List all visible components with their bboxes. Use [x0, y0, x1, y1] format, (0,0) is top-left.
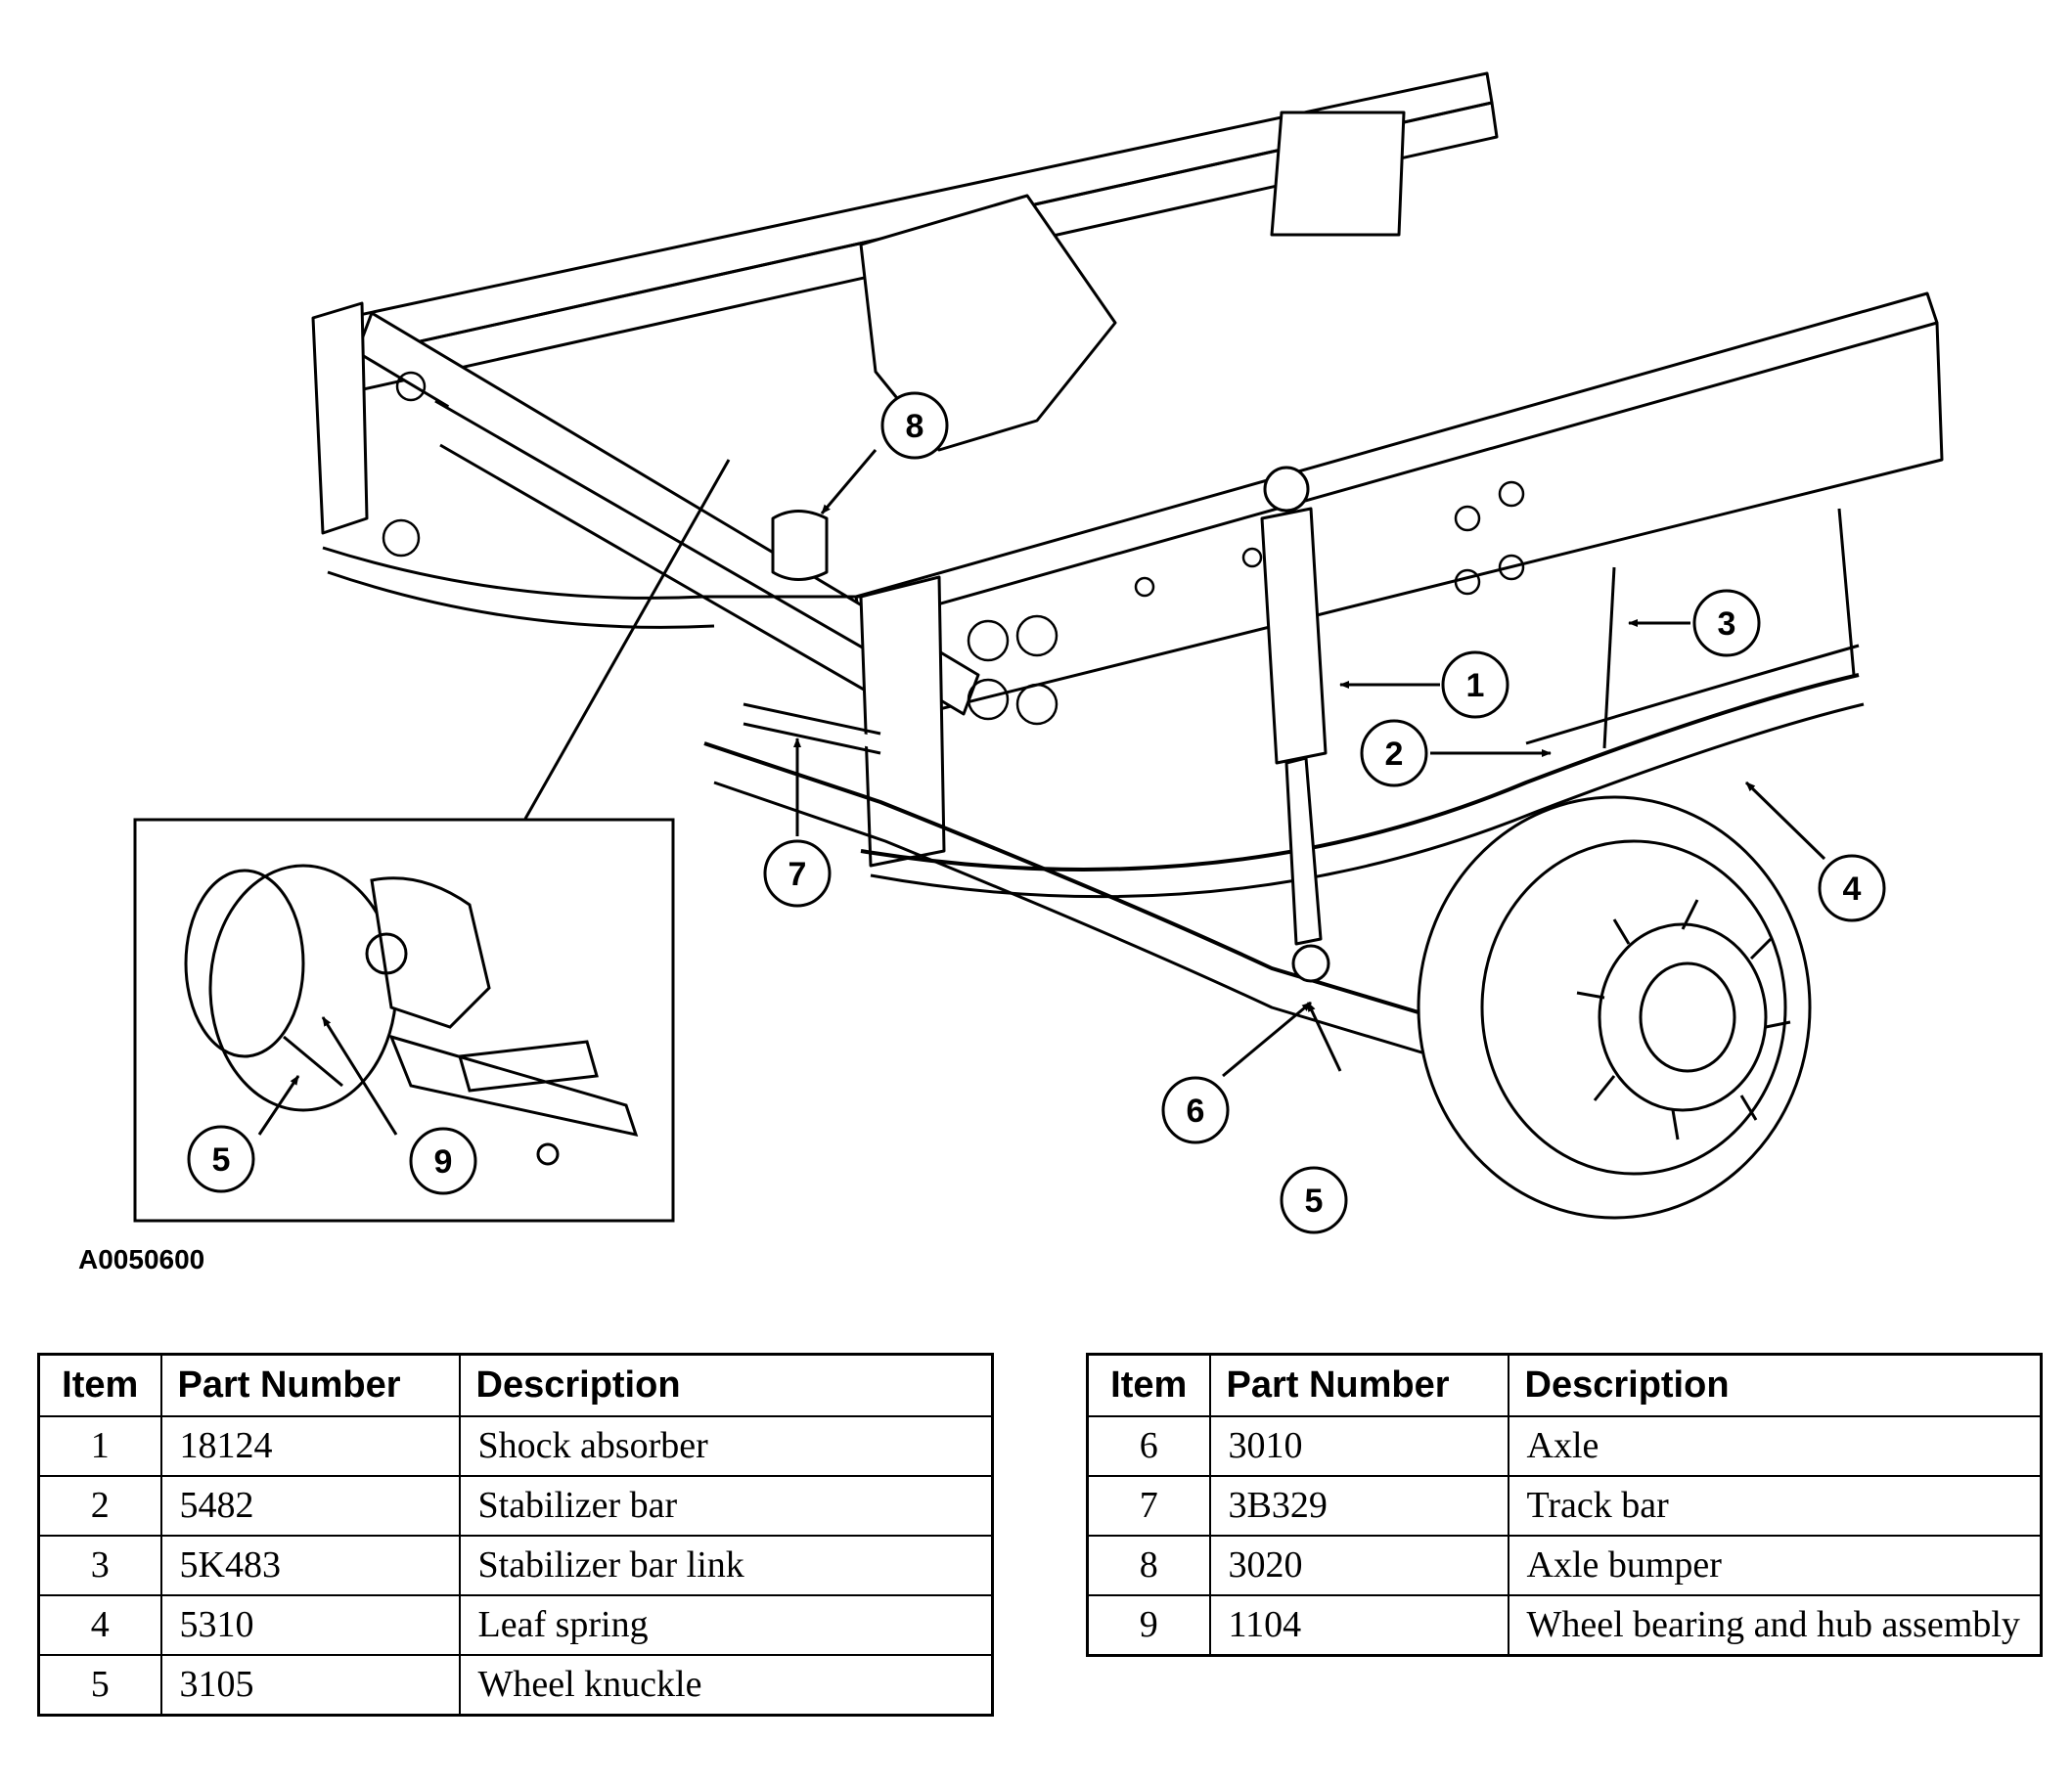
part-description: Stabilizer bar link: [458, 1535, 994, 1596]
table-row: 6 3010 Axle: [1086, 1415, 2043, 1477]
part-number: 3010: [1208, 1415, 1509, 1477]
part-number: 5482: [159, 1475, 461, 1537]
part-description: Wheel bearing and hub assembly: [1507, 1594, 2043, 1657]
table-row: 5 3105 Wheel knuckle: [37, 1654, 994, 1717]
table-row: 9 1104 Wheel bearing and hub assembly: [1086, 1594, 2043, 1657]
callout-4: 4: [1818, 854, 1886, 922]
callout-2: 2: [1360, 719, 1428, 787]
frame-drawing: [311, 71, 1944, 1220]
table-row: 3 5K483 Stabilizer bar link: [37, 1535, 994, 1596]
table-header-row: Item Part Number Description: [1086, 1353, 2043, 1417]
svg-text:6: 6: [1187, 1093, 1205, 1130]
header-description: Description: [458, 1353, 994, 1417]
table-row: 7 3B329 Track bar: [1086, 1475, 2043, 1537]
svg-text:8: 8: [906, 408, 924, 445]
callout-3: 3: [1692, 589, 1761, 657]
svg-text:7: 7: [788, 856, 807, 893]
part-number: 5310: [159, 1594, 461, 1656]
item-number: 6: [1086, 1415, 1211, 1477]
part-number: 18124: [159, 1415, 461, 1477]
svg-text:2: 2: [1385, 736, 1404, 773]
table-row: 4 5310 Leaf spring: [37, 1594, 994, 1656]
part-number: 3105: [159, 1654, 461, 1717]
callout-5-inset: 5: [187, 1125, 255, 1193]
header-item: Item: [1086, 1353, 1211, 1417]
part-description: Axle bumper: [1507, 1535, 2043, 1596]
part-description: Wheel knuckle: [458, 1654, 994, 1717]
item-number: 2: [37, 1475, 162, 1537]
header-part-number: Part Number: [159, 1353, 461, 1417]
callout-1: 1: [1441, 650, 1509, 719]
part-number: 3020: [1208, 1535, 1509, 1596]
item-number: 8: [1086, 1535, 1211, 1596]
item-number: 5: [37, 1654, 162, 1717]
callout-8: 8: [880, 391, 949, 460]
table-header-row: Item Part Number Description: [37, 1353, 994, 1417]
svg-text:5: 5: [212, 1141, 231, 1179]
parts-table-left: Item Part Number Description 1 18124 Sho…: [37, 1353, 994, 1717]
part-description: Stabilizer bar: [458, 1475, 994, 1537]
figure-id: A0050600: [78, 1244, 205, 1274]
callout-arrows: [257, 449, 1826, 1136]
svg-text:3: 3: [1718, 605, 1736, 643]
callout-7: 7: [763, 839, 832, 908]
item-number: 3: [37, 1535, 162, 1596]
item-number: 4: [37, 1594, 162, 1656]
header-part-number: Part Number: [1208, 1353, 1509, 1417]
part-description: Shock absorber: [458, 1415, 994, 1477]
item-number: 1: [37, 1415, 162, 1477]
svg-text:9: 9: [434, 1143, 453, 1181]
svg-text:1: 1: [1466, 667, 1485, 704]
table-row: 2 5482 Stabilizer bar: [37, 1475, 994, 1537]
suspension-diagram: 1 2 3 4 5 6 7 8: [133, 71, 1944, 1234]
header-description: Description: [1507, 1353, 2043, 1417]
part-number: 1104: [1208, 1594, 1509, 1657]
part-number: 5K483: [159, 1535, 461, 1596]
part-number: 3B329: [1208, 1475, 1509, 1537]
part-description: Leaf spring: [458, 1594, 994, 1656]
table-row: 8 3020 Axle bumper: [1086, 1535, 2043, 1596]
item-number: 7: [1086, 1475, 1211, 1537]
part-description: Axle: [1507, 1415, 2043, 1477]
parts-table-right: Item Part Number Description 6 3010 Axle…: [1086, 1353, 2043, 1657]
table-row: 1 18124 Shock absorber: [37, 1415, 994, 1477]
part-description: Track bar: [1507, 1475, 2043, 1537]
callout-5: 5: [1280, 1166, 1348, 1234]
item-number: 9: [1086, 1594, 1211, 1657]
svg-text:5: 5: [1305, 1183, 1324, 1220]
header-item: Item: [37, 1353, 162, 1417]
svg-text:4: 4: [1843, 871, 1862, 908]
callout-6: 6: [1161, 1076, 1230, 1144]
callout-9: 9: [409, 1127, 477, 1195]
inset-leader-line: [523, 459, 731, 820]
